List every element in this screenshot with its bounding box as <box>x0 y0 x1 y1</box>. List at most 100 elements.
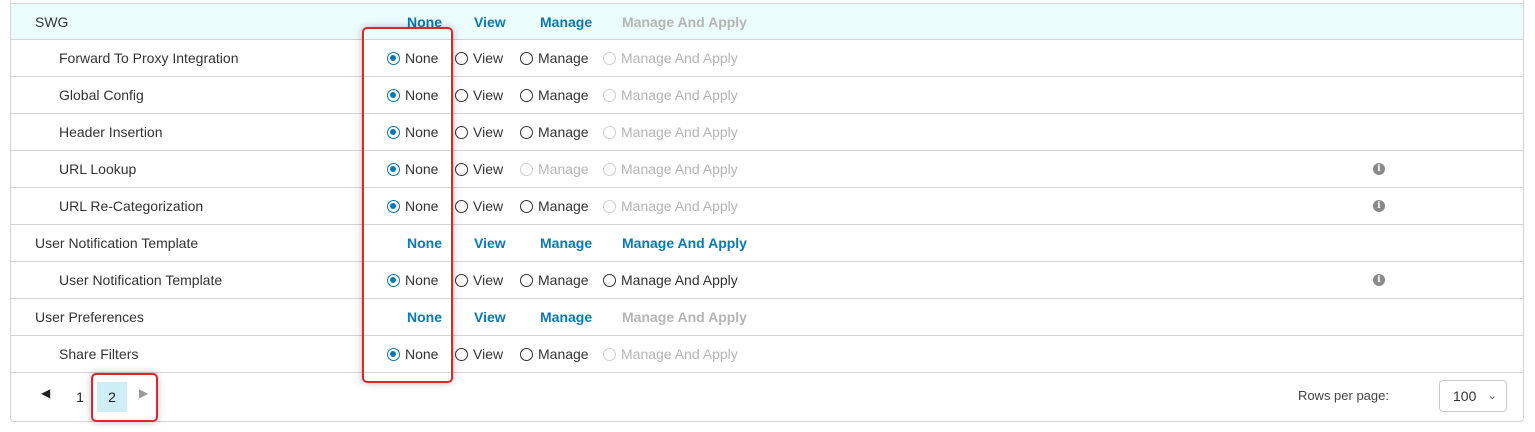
permission-row: URL Re-Categorization None View Manage M… <box>11 188 1523 225</box>
radio-manage-and-apply: Manage And Apply <box>603 336 738 372</box>
radio-none[interactable]: None <box>387 40 438 76</box>
set-all-view-link[interactable]: View <box>474 235 506 251</box>
radio-icon[interactable] <box>455 162 468 176</box>
set-all-manage-link[interactable]: Manage <box>540 235 593 251</box>
radio-disabled-icon <box>520 162 533 176</box>
chevron-down-icon: ⌄ <box>1487 390 1497 402</box>
radio-manage[interactable]: Manage <box>520 114 589 150</box>
radio-none[interactable]: None <box>387 336 438 372</box>
set-all-manage-link[interactable]: Manage <box>540 309 593 325</box>
radio-manage-and-apply: Manage And Apply <box>603 40 738 76</box>
permission-row: Global Config None View Manage Manage An… <box>11 77 1523 114</box>
radio-icon[interactable] <box>520 51 533 65</box>
radio-icon[interactable] <box>520 273 533 287</box>
radio-view[interactable]: View <box>455 188 503 224</box>
set-all-manage-and-apply-link: Manage And Apply <box>622 309 747 325</box>
set-all-manage-link[interactable]: Manage <box>540 14 593 30</box>
radio-checked-icon[interactable] <box>387 199 400 213</box>
radio-manage[interactable]: Manage <box>520 336 589 372</box>
radio-manage: Manage <box>520 151 589 187</box>
set-all-view-link[interactable]: View <box>474 14 506 30</box>
permission-row: URL Lookup None View Manage Manage And A… <box>11 151 1523 188</box>
radio-icon[interactable] <box>455 347 468 361</box>
radio-none[interactable]: None <box>387 151 438 187</box>
info-icon[interactable]: i <box>1373 200 1385 212</box>
radio-checked-icon[interactable] <box>387 88 400 102</box>
rows-per-page-select[interactable]: 100 ⌄ <box>1439 380 1507 412</box>
radio-manage-and-apply: Manage And Apply <box>603 114 738 150</box>
permission-name: User Notification Template <box>59 272 223 288</box>
permission-name: Share Filters <box>59 346 139 362</box>
radio-checked-icon[interactable] <box>387 162 400 176</box>
radio-icon[interactable] <box>520 88 533 102</box>
radio-none[interactable]: None <box>387 77 438 113</box>
radio-icon[interactable] <box>455 88 468 102</box>
radio-icon[interactable] <box>520 347 533 361</box>
radio-icon[interactable] <box>455 199 468 213</box>
page-1-button[interactable]: 1 <box>76 389 84 405</box>
caret-right-icon[interactable]: ▶ <box>139 386 149 400</box>
radio-manage-and-apply: Manage And Apply <box>603 188 738 224</box>
set-all-manage-and-apply-link[interactable]: Manage And Apply <box>622 235 747 251</box>
radio-manage[interactable]: Manage <box>520 188 589 224</box>
group-row-swg: SWG None View Manage Manage And Apply <box>11 3 1523 40</box>
radio-disabled-icon <box>603 347 616 361</box>
group-name: SWG <box>35 14 69 30</box>
set-all-view-link[interactable]: View <box>474 309 506 325</box>
group-name: User Notification Template <box>35 235 199 251</box>
radio-checked-icon[interactable] <box>387 347 400 361</box>
set-all-none-link[interactable]: None <box>407 235 442 251</box>
radio-view[interactable]: View <box>455 40 503 76</box>
permission-name: URL Lookup <box>59 161 137 177</box>
radio-icon[interactable] <box>520 199 533 213</box>
radio-checked-icon[interactable] <box>387 273 400 287</box>
radio-disabled-icon <box>603 162 616 176</box>
radio-disabled-icon <box>603 125 616 139</box>
rows-per-page-value: 100 <box>1453 388 1477 404</box>
radio-none[interactable]: None <box>387 188 438 224</box>
radio-disabled-icon <box>603 199 616 213</box>
radio-disabled-icon <box>603 51 616 65</box>
radio-view[interactable]: View <box>455 262 503 298</box>
pagination-bar: ◀ 1 2 ▶ Rows per page: 100 ⌄ <box>11 373 1523 421</box>
radio-manage[interactable]: Manage <box>520 262 589 298</box>
radio-view[interactable]: View <box>455 77 503 113</box>
set-all-manage-and-apply-link: Manage And Apply <box>622 14 747 30</box>
permission-name: Forward To Proxy Integration <box>59 50 239 66</box>
caret-left-icon[interactable]: ◀ <box>41 386 51 400</box>
group-name: User Preferences <box>35 309 144 325</box>
radio-view[interactable]: View <box>455 114 503 150</box>
group-row-user-notification-template: User Notification Template None View Man… <box>11 225 1523 262</box>
radio-disabled-icon <box>603 88 616 102</box>
rows-per-page-label: Rows per page: <box>1297 388 1389 403</box>
radio-icon[interactable] <box>455 125 468 139</box>
info-icon[interactable]: i <box>1373 163 1385 175</box>
radio-manage-and-apply: Manage And Apply <box>603 77 738 113</box>
radio-checked-icon[interactable] <box>387 51 400 65</box>
radio-checked-icon[interactable] <box>387 125 400 139</box>
radio-view[interactable]: View <box>455 336 503 372</box>
radio-view[interactable]: View <box>455 151 503 187</box>
permission-name: Header Insertion <box>59 124 163 140</box>
permissions-table: SWG None View Manage Manage And Apply Fo… <box>10 0 1524 422</box>
permission-row: Forward To Proxy Integration None View M… <box>11 40 1523 77</box>
permission-row: Header Insertion None View Manage Manage… <box>11 114 1523 151</box>
permission-name: URL Re-Categorization <box>59 198 204 214</box>
permission-name: Global Config <box>59 87 144 103</box>
radio-icon[interactable] <box>455 51 468 65</box>
radio-icon[interactable] <box>455 273 468 287</box>
set-all-none-link[interactable]: None <box>407 14 442 30</box>
group-row-user-preferences: User Preferences None View Manage Manage… <box>11 299 1523 336</box>
radio-none[interactable]: None <box>387 262 438 298</box>
radio-none[interactable]: None <box>387 114 438 150</box>
info-icon[interactable]: i <box>1373 274 1385 286</box>
radio-icon[interactable] <box>520 125 533 139</box>
page-2-button[interactable]: 2 <box>97 382 127 412</box>
radio-manage-and-apply[interactable]: Manage And Apply <box>603 262 738 298</box>
radio-manage[interactable]: Manage <box>520 77 589 113</box>
set-all-none-link[interactable]: None <box>407 309 442 325</box>
permission-row: User Notification Template None View Man… <box>11 262 1523 299</box>
radio-manage[interactable]: Manage <box>520 40 589 76</box>
radio-icon[interactable] <box>603 273 616 287</box>
radio-manage-and-apply: Manage And Apply <box>603 151 738 187</box>
